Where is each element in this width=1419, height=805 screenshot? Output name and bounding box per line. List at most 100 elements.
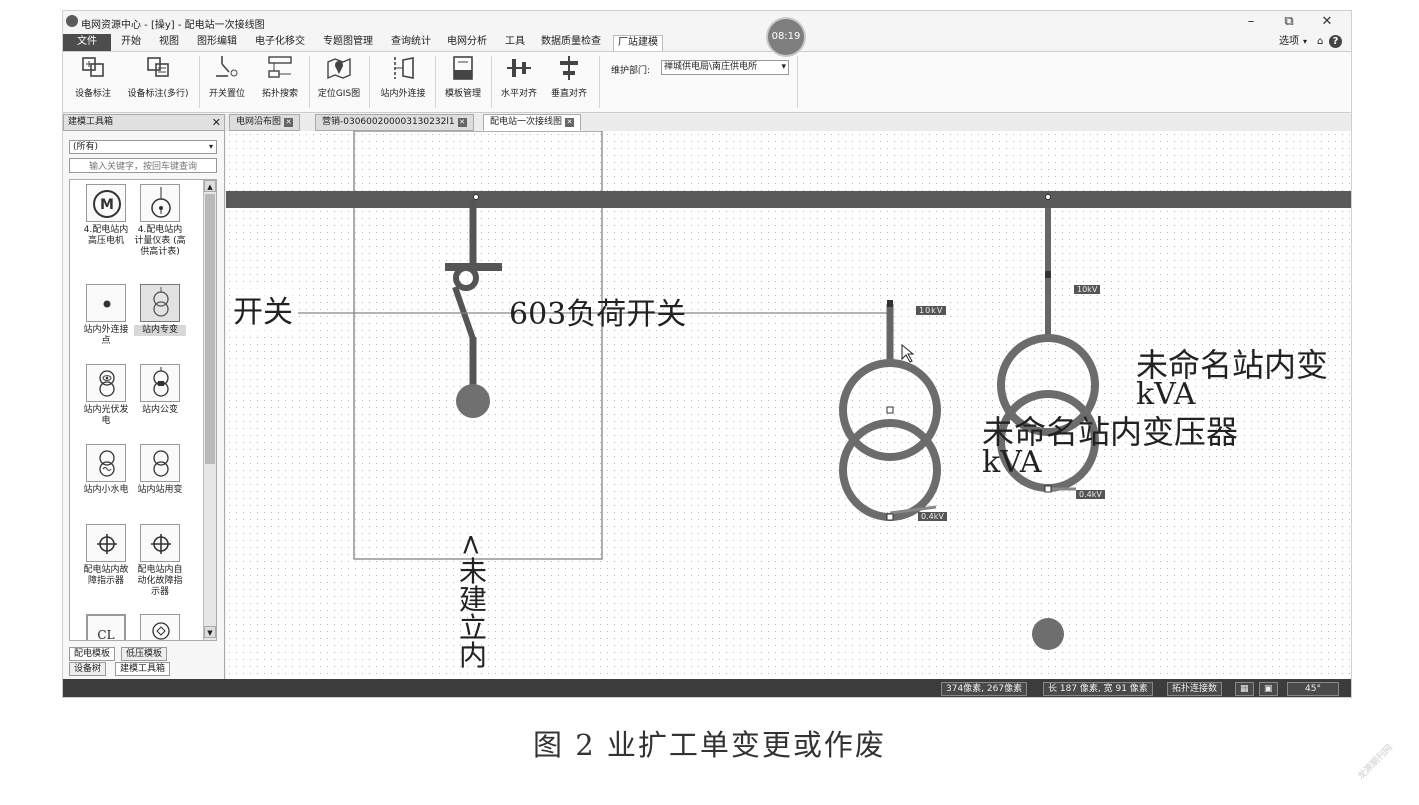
topology-search-button[interactable]: 拓扑搜索 <box>255 54 305 112</box>
options-menu[interactable]: 选项 <box>1279 36 1299 47</box>
station-node[interactable] <box>1032 618 1064 650</box>
restore-button[interactable]: ⧉ <box>1284 14 1294 29</box>
maintenance-dept-select[interactable]: 禅城供电局\南庄供电所 ▾ <box>661 60 789 75</box>
switch-terminal-node[interactable] <box>456 384 490 418</box>
tab-row: 建模工具箱 ✕ 电网沿布图✕ 营销-030600200003130232l1✕ … <box>63 114 1351 131</box>
device-icon <box>140 614 180 640</box>
menu-start[interactable]: 开始 <box>121 36 141 47</box>
tab-device-tree[interactable]: 设备树 <box>69 662 107 676</box>
toolbox-title: 建模工具箱 <box>68 117 114 127</box>
device-label-multiline-label: 设备标注(多行) <box>127 89 189 99</box>
category-filter-select[interactable]: (所有) ▾ <box>69 140 217 154</box>
menu-station-modeling[interactable]: 厂站建模 <box>613 35 663 51</box>
menu-data-quality[interactable]: 数据质量检查 <box>541 36 601 47</box>
menu-graphic-edit[interactable]: 图形编辑 <box>197 36 237 47</box>
toolbox-search-input[interactable] <box>69 158 217 173</box>
template-manage-button[interactable]: 模板管理 <box>439 54 487 112</box>
ribbon-separator <box>369 56 370 108</box>
align-vertical-label: 垂直对齐 <box>550 89 587 99</box>
tool-label: 4.配电站内高压电机 <box>83 225 129 246</box>
close-tab-icon[interactable]: ✕ <box>284 118 294 127</box>
category-filter-value: (所有) <box>73 142 99 152</box>
snap-toggle-icon[interactable]: ▣ <box>1259 682 1278 696</box>
auto-fault-indicator-icon <box>140 524 180 562</box>
template-manage-label: 模板管理 <box>444 89 481 99</box>
close-tab-icon[interactable]: ✕ <box>457 118 467 127</box>
device-label-icon <box>79 54 107 82</box>
menu-query-statistics[interactable]: 查询统计 <box>391 36 431 47</box>
grid-toggle-icon[interactable]: ▦ <box>1235 682 1254 696</box>
tool-connection-point[interactable]: 站内外连接点 <box>80 284 132 347</box>
tool-small-hydro[interactable]: 站内小水电 <box>80 444 132 496</box>
tab-low-voltage-template[interactable]: 低压模板 <box>121 647 168 661</box>
tab-station-diagram[interactable]: 配电站一次接线图✕ <box>483 114 582 131</box>
ribbon-separator <box>199 56 200 108</box>
tool-station-service-transformer[interactable]: 站内站用变 <box>134 444 186 496</box>
close-panel-icon[interactable]: ✕ <box>211 116 221 129</box>
tool-device[interactable] <box>134 614 186 640</box>
minimize-button[interactable]: – <box>1247 14 1255 29</box>
rotation-angle[interactable]: 45° <box>1287 682 1339 696</box>
scroll-up-icon[interactable]: ▲ <box>204 180 216 192</box>
tool-grid-scrollbar[interactable]: ▲ ▼ <box>203 180 216 640</box>
scroll-down-icon[interactable]: ▼ <box>204 626 216 638</box>
tool-public-transformer[interactable]: 站内公变 <box>134 364 186 416</box>
template-icon <box>449 54 477 82</box>
tool-dedicated-transformer[interactable]: 站内专变 <box>134 284 186 336</box>
cl-text: CL <box>97 628 115 641</box>
tool-hv-motor[interactable]: M 4.配电站内高压电机 <box>80 184 132 247</box>
diagram-canvas[interactable]: 10kV 0.4kV 10kV 0.4kV 603负荷开关 未命名站内变 kVA… <box>226 131 1352 679</box>
scroll-thumb[interactable] <box>205 194 215 464</box>
device-label-multiline-button[interactable]: 设备标注(多行) <box>123 54 193 112</box>
transformer1-name-label[interactable]: 未命名站内变压器 <box>982 413 1239 451</box>
tool-grid: M 4.配电站内高压电机 4.配电站内计量仪表 (高供高计表) 站内外连接点 站… <box>69 179 217 641</box>
tab-grid-layout[interactable]: 电网沿布图✕ <box>229 114 301 131</box>
tab-distribution-template[interactable]: 配电模板 <box>69 647 116 661</box>
switch-position-button[interactable]: 开关置位 <box>205 54 249 112</box>
transformer-2[interactable] <box>997 194 1099 493</box>
tool-fault-indicator[interactable]: 配电站内故障指示器 <box>80 524 132 587</box>
home-icon[interactable]: ⌂ <box>1317 36 1324 47</box>
menu-electronic-handover[interactable]: 电子化移交 <box>255 36 305 47</box>
menu-thematic-map[interactable]: 专题图管理 <box>323 36 373 47</box>
tool-label: 站内公变 <box>141 405 178 415</box>
align-horizontal-button[interactable]: 水平对齐 <box>497 54 541 112</box>
close-button[interactable]: ✕ <box>1321 14 1333 29</box>
ribbon-separator <box>435 56 436 108</box>
device-label-button[interactable]: 设备标注 <box>71 54 115 112</box>
tab-marketing-order[interactable]: 营销-030600200003130232l1✕ <box>315 114 474 131</box>
help-icon[interactable]: ? <box>1329 35 1342 48</box>
tab-modeling-toolbox[interactable]: 建模工具箱 <box>115 662 171 676</box>
tool-auto-fault-indicator[interactable]: 配电站内自动化故障指示器 <box>134 524 186 598</box>
tool-label: 站内专变 <box>134 325 186 336</box>
tool-pv-generation[interactable]: 站内光伏发电 <box>80 364 132 427</box>
menu-bar: 文件 开始 视图 图形编辑 电子化移交 专题图管理 查询统计 电网分析 工具 数… <box>63 33 1351 51</box>
inner-outer-connection-button[interactable]: 站内外连接 <box>375 54 431 112</box>
app-window: 电网资源中心 - [操y] - 配电站一次接线图 – ⧉ ✕ 08:19 文件 … <box>62 10 1352 698</box>
motor-icon: M <box>86 184 126 222</box>
switch-603[interactable] <box>445 194 502 419</box>
locate-gis-button[interactable]: 定位GIS图 <box>313 54 365 112</box>
ribbon-separator <box>491 56 492 108</box>
close-tab-icon[interactable]: ✕ <box>565 118 575 127</box>
tool-cl[interactable]: CL <box>80 614 132 641</box>
menu-tools[interactable]: 工具 <box>505 36 525 47</box>
transformer2-name-label[interactable]: 未命名站内变 <box>1136 346 1329 384</box>
menu-view[interactable]: 视图 <box>159 36 179 47</box>
align-vertical-icon <box>555 54 583 82</box>
tool-label: 站内光伏发电 <box>83 405 129 426</box>
tool-label: 配电站内自动化故障指示器 <box>137 565 183 597</box>
menu-grid-analysis[interactable]: 电网分析 <box>447 36 487 47</box>
align-vertical-button[interactable]: 垂直对齐 <box>547 54 591 112</box>
load-switch-label[interactable]: 603负荷开关 <box>509 297 687 332</box>
options-dropdown-icon[interactable]: ▾ <box>1303 37 1308 46</box>
align-horizontal-icon <box>505 54 533 82</box>
meter-icon <box>140 184 180 222</box>
status-bar: 374像素, 267像素 长 187 像素, 宽 91 像素 拓扑连接数 ▦ ▣… <box>63 679 1351 697</box>
busbar[interactable] <box>226 191 1352 208</box>
transformer-1[interactable] <box>839 300 941 521</box>
menu-file[interactable]: 文件 <box>63 34 111 51</box>
switch-label[interactable]: 开关 <box>233 287 293 331</box>
tool-metering-meter[interactable]: 4.配电站内计量仪表 (高供高计表) <box>134 184 186 258</box>
unbuilt-station-frame[interactable] <box>353 131 603 560</box>
